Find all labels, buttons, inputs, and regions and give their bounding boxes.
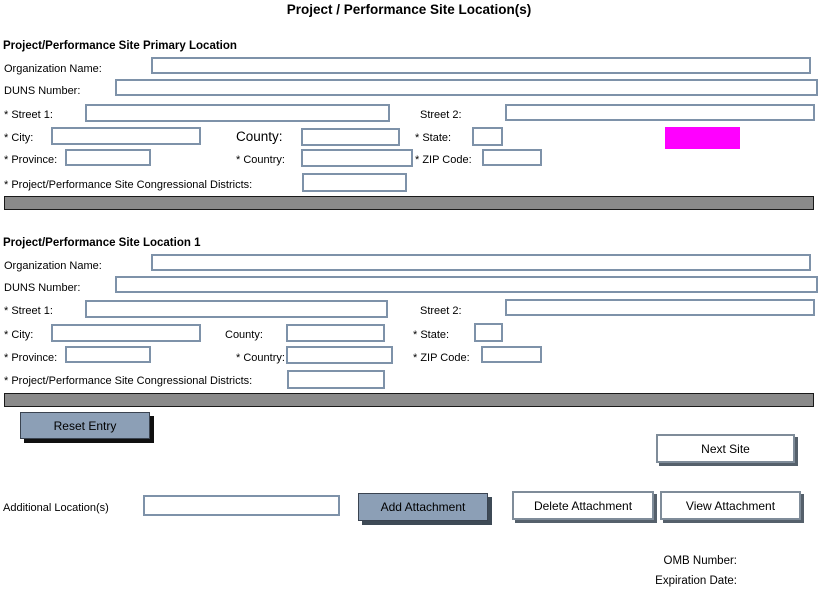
org-name-input-location1[interactable]	[151, 254, 811, 271]
congressional-districts-input-location1[interactable]	[287, 370, 385, 389]
zip-code-input-location1[interactable]	[481, 346, 542, 363]
duns-number-label: DUNS Number:	[4, 85, 81, 97]
zip-code-input-primary[interactable]	[482, 149, 542, 166]
street2-input-primary[interactable]	[505, 104, 815, 121]
street2-input-location1[interactable]	[505, 299, 815, 316]
city-label: * City:	[4, 132, 34, 144]
reset-entry-button[interactable]: Reset Entry	[20, 412, 150, 439]
congressional-districts-label: * Project/Performance Site Congressional…	[4, 179, 253, 191]
street1-input-location1[interactable]	[85, 300, 388, 318]
next-site-button[interactable]: Next Site	[656, 434, 795, 463]
state-label: * State:	[413, 329, 450, 341]
county-input-location1[interactable]	[286, 324, 385, 342]
street2-label: Street 2:	[420, 109, 462, 121]
section-header-primary-location: Project/Performance Site Primary Locatio…	[3, 40, 237, 52]
city-input-location1[interactable]	[51, 324, 201, 342]
country-label: * Country:	[236, 154, 285, 166]
county-label: County:	[225, 329, 263, 341]
state-input-location1[interactable]	[474, 323, 503, 342]
duns-number-label: DUNS Number:	[4, 282, 81, 294]
province-input-location1[interactable]	[65, 346, 151, 363]
additional-locations-label: Additional Location(s)	[3, 502, 109, 514]
street1-input-primary[interactable]	[85, 104, 390, 122]
duns-number-input-location1[interactable]	[115, 276, 818, 293]
country-label: * Country:	[236, 352, 285, 364]
section-divider-bar	[4, 196, 814, 210]
additional-locations-input[interactable]	[143, 495, 340, 516]
country-input-location1[interactable]	[286, 346, 393, 364]
province-label: * Province:	[4, 154, 58, 166]
org-name-label: Organization Name:	[4, 260, 102, 272]
province-input-primary[interactable]	[65, 149, 151, 166]
org-name-label: Organization Name:	[4, 63, 102, 75]
state-input-primary[interactable]	[472, 127, 503, 146]
duns-number-input-primary[interactable]	[115, 79, 818, 96]
county-label: County:	[236, 129, 283, 144]
county-input-primary[interactable]	[301, 128, 400, 146]
street2-label: Street 2:	[420, 305, 462, 317]
omb-number-label: OMB Number:	[663, 555, 738, 567]
org-name-input-primary[interactable]	[151, 57, 811, 74]
country-input-primary[interactable]	[301, 149, 413, 167]
page-title: Project / Performance Site Location(s)	[286, 2, 532, 17]
street1-label: * Street 1:	[4, 305, 53, 317]
section-divider-bar	[4, 393, 814, 407]
congressional-districts-input-primary[interactable]	[302, 173, 407, 192]
state-label: * State:	[415, 132, 452, 144]
city-input-primary[interactable]	[51, 127, 201, 145]
view-attachment-button[interactable]: View Attachment	[660, 491, 801, 520]
zip-code-label: * ZIP Code:	[413, 352, 470, 364]
magenta-highlight-rect	[665, 127, 740, 149]
street1-label: * Street 1:	[4, 109, 53, 121]
expiration-date-label: Expiration Date:	[655, 575, 737, 587]
add-attachment-button[interactable]: Add Attachment	[358, 493, 488, 521]
delete-attachment-button[interactable]: Delete Attachment	[512, 491, 654, 520]
section-header-location-1: Project/Performance Site Location 1	[3, 237, 201, 249]
city-label: * City:	[4, 329, 34, 341]
province-label: * Province:	[4, 352, 58, 364]
congressional-districts-label: * Project/Performance Site Congressional…	[4, 375, 253, 387]
zip-code-label: * ZIP Code:	[415, 154, 472, 166]
